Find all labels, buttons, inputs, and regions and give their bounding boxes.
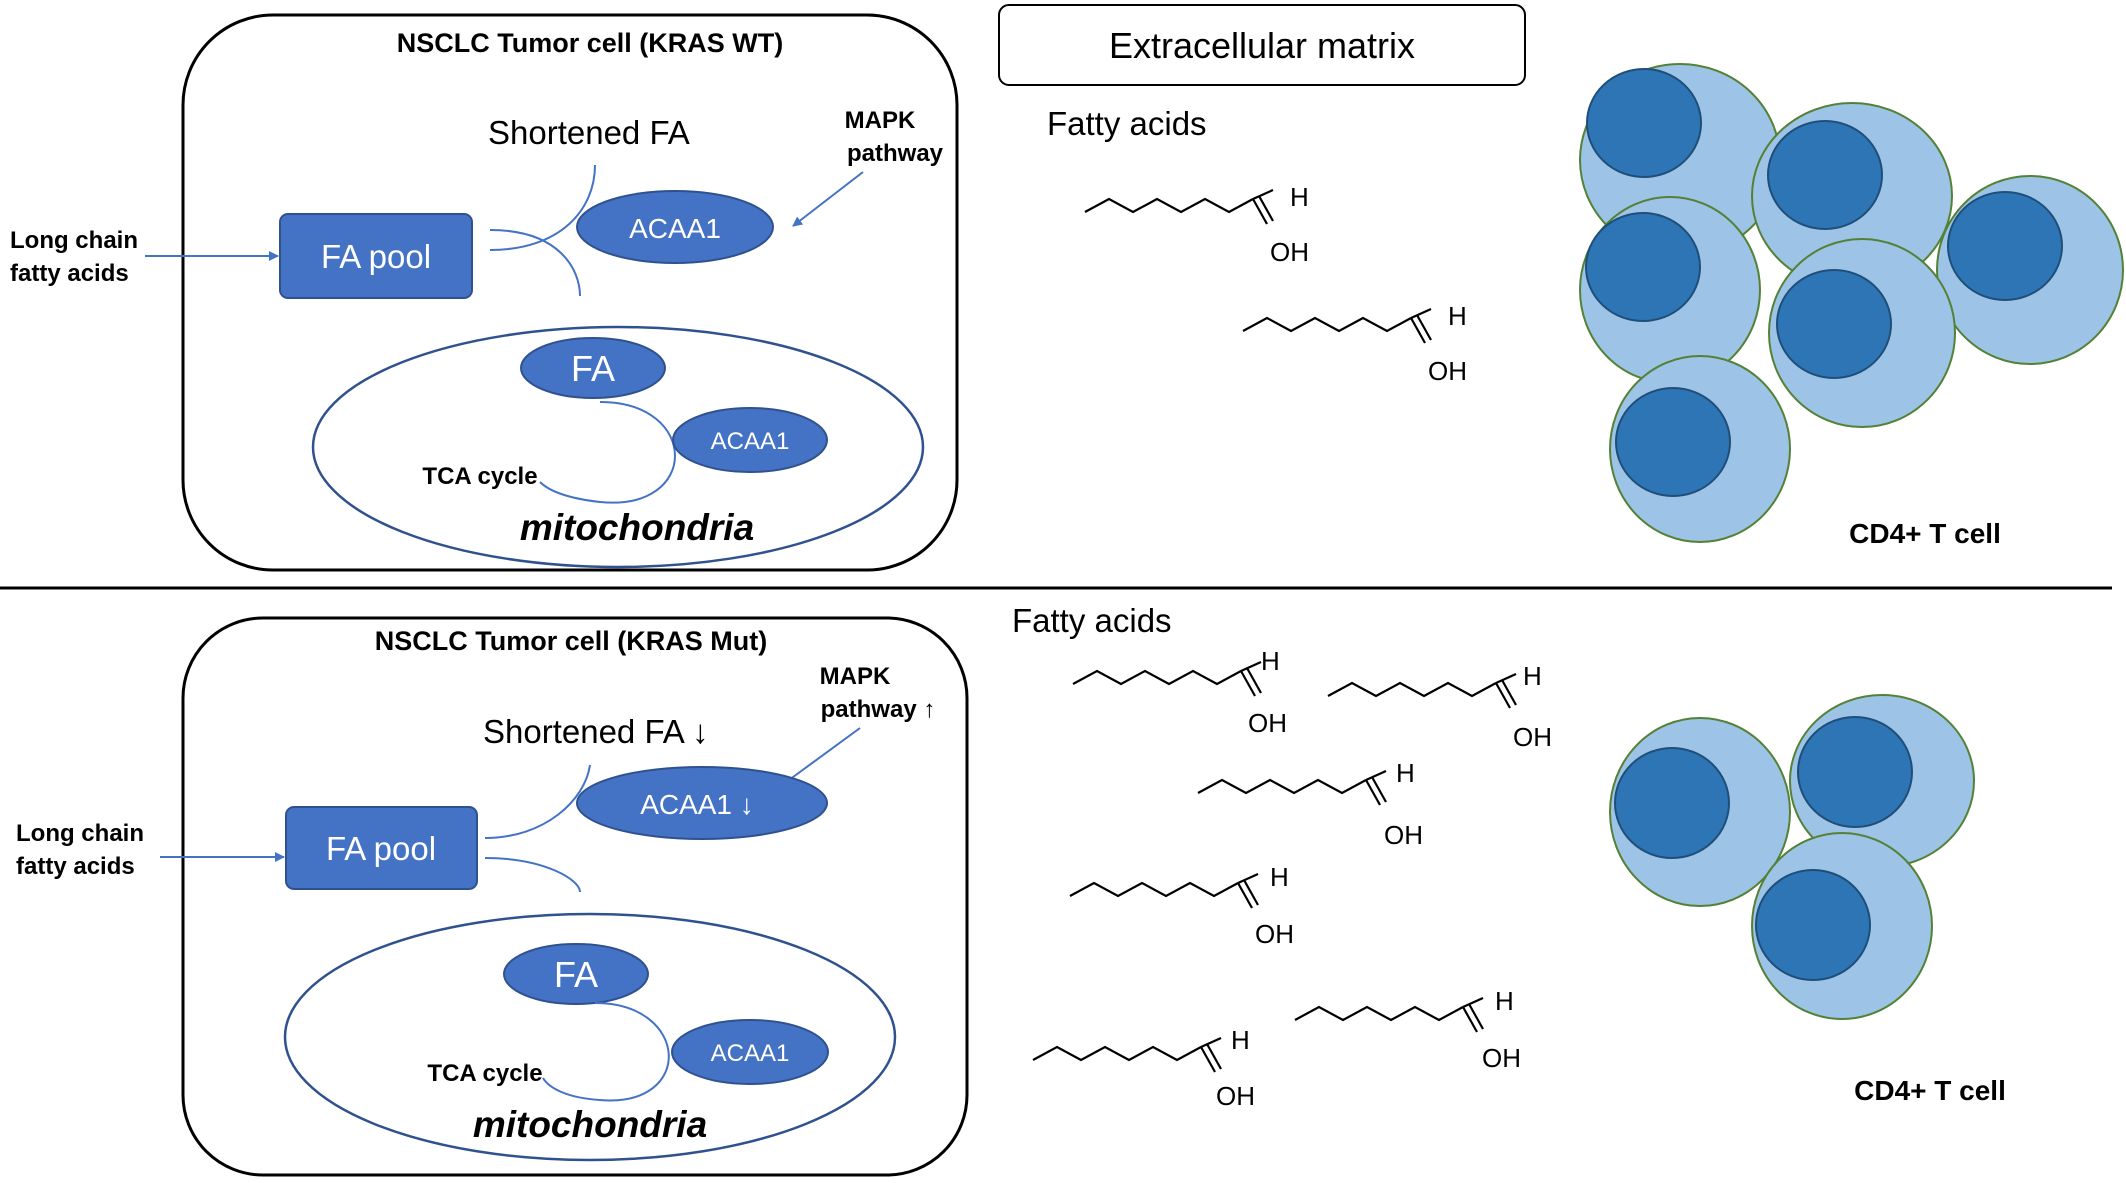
top-fa-pool: [279, 213, 473, 299]
top-fa-node: [520, 337, 666, 399]
tcell: [1936, 175, 2124, 365]
bottom-fatty-acid-molecule-1: H OH: [1071, 646, 1287, 738]
bottom-mapk-label-1: MAPK: [820, 663, 891, 690]
ecm-title-box: [998, 4, 1526, 86]
top-fatty-acid-molecule-2: H OH: [1241, 301, 1467, 386]
ecm-title: Extracellular matrix: [1109, 25, 1415, 66]
molecule-oh: OH: [1270, 237, 1309, 267]
tcell: [1609, 355, 1791, 543]
bottom-shortened-fa-label: Shortened FA ↓: [483, 713, 709, 750]
molecule-h: H: [1231, 1025, 1250, 1055]
molecule-h: H: [1290, 182, 1309, 212]
top-shortened-fa-label: Shortened FA: [488, 114, 690, 151]
molecule-oh: OH: [1428, 356, 1467, 386]
tcell: [1579, 196, 1761, 384]
top-panel: NSCLC Tumor cell (KRAS WT) Shortened FA …: [10, 13, 959, 572]
molecule-h: H: [1448, 301, 1467, 331]
bottom-fatty-acid-molecule-2: H OH: [1326, 661, 1552, 752]
top-mapk-label-1: MAPK: [845, 107, 916, 134]
bottom-fa-node: [503, 943, 649, 1005]
bottom-long-chain-label-2: fatty acids: [16, 853, 135, 880]
tcell: [1768, 238, 1956, 428]
bottom-fatty-acid-molecule-6: H OH: [1031, 1025, 1255, 1111]
molecule-oh: OH: [1482, 1043, 1521, 1073]
bottom-fatty-acid-molecule-3: H OH: [1196, 758, 1423, 850]
bottom-fatty-acids-label: Fatty acids: [1012, 602, 1172, 639]
top-fatty-acid-molecule-1: H OH: [1083, 182, 1309, 267]
top-cell-title: NSCLC Tumor cell (KRAS WT): [397, 28, 784, 58]
top-acaa1-mito-label: ACAA1: [711, 428, 790, 455]
top-tca-label: TCA cycle: [422, 463, 537, 490]
top-tca-cycle-curve: [539, 401, 676, 504]
bottom-mapk-label-2: pathway ↑: [821, 696, 936, 723]
top-fa-pool-label: FA pool: [321, 238, 431, 275]
top-acaa1-cytosol-label: ACAA1: [629, 213, 721, 244]
bottom-fatty-acid-molecule-4: H OH: [1068, 862, 1294, 949]
bottom-fa-pool: [285, 806, 478, 890]
bottom-acaa1-mito: [671, 1019, 829, 1085]
bottom-branch-upper: [484, 764, 591, 839]
top-fa-label: FA: [571, 348, 615, 389]
molecule-h: H: [1523, 661, 1542, 691]
bottom-tumor-cell-box: [181, 616, 969, 1177]
bottom-mapk-link: [788, 727, 861, 781]
bottom-cell-title: NSCLC Tumor cell (KRAS Mut): [375, 626, 768, 656]
bottom-mitochondria-label: mitochondria: [473, 1104, 707, 1145]
bottom-tca-label: TCA cycle: [427, 1060, 542, 1087]
molecule-h: H: [1396, 758, 1415, 788]
molecule-h: H: [1270, 862, 1289, 892]
top-branch-lower: [489, 229, 581, 297]
bottom-acaa1-mito-label: ACAA1: [711, 1040, 790, 1067]
top-tcell-cluster: [1579, 63, 2124, 543]
tcell: [1751, 832, 1933, 1020]
tcell: [1751, 102, 1953, 290]
molecule-oh: OH: [1248, 708, 1287, 738]
molecule-h: H: [1261, 646, 1280, 676]
bottom-tcell-cluster: [1609, 694, 1975, 1020]
bottom-branch-lower: [484, 857, 581, 893]
top-mapk-arrow: [792, 171, 864, 227]
top-fatty-acids-label: Fatty acids: [1047, 105, 1207, 142]
tcell: [1609, 717, 1791, 907]
bottom-long-chain-label-1: Long chain: [16, 820, 144, 847]
bottom-fatty-acid-molecule-5: H OH: [1293, 986, 1521, 1073]
bottom-fa-pool-label: FA pool: [326, 830, 436, 867]
top-mitochondria: [311, 325, 925, 569]
top-acaa1-cytosol: [576, 190, 774, 264]
molecule-oh: OH: [1255, 919, 1294, 949]
bottom-fa-label: FA: [554, 954, 598, 995]
top-branch-upper: [489, 164, 596, 251]
top-acaa1-mito: [672, 407, 828, 473]
top-tcell-label: CD4+ T cell: [1849, 518, 2001, 549]
bottom-tcell-label: CD4+ T cell: [1854, 1075, 2006, 1106]
tcell: [1789, 694, 1975, 868]
bottom-mitochondria: [283, 912, 897, 1162]
top-tumor-cell-box: [181, 13, 959, 572]
top-mapk-label-2: pathway: [847, 140, 944, 167]
bottom-tca-cycle-curve: [542, 1002, 670, 1102]
top-mitochondria-label: mitochondria: [520, 507, 754, 548]
top-long-chain-label-2: fatty acids: [10, 260, 129, 287]
molecule-oh: OH: [1513, 722, 1552, 752]
bottom-acaa1-cytosol: [576, 766, 828, 840]
molecule-h: H: [1495, 986, 1514, 1016]
top-long-chain-label-1: Long chain: [10, 227, 138, 254]
molecule-oh: OH: [1216, 1081, 1255, 1111]
bottom-acaa1-cytosol-label: ACAA1 ↓: [640, 789, 754, 820]
bottom-panel: NSCLC Tumor cell (KRAS Mut) Shortened FA…: [16, 616, 969, 1177]
molecule-oh: OH: [1384, 820, 1423, 850]
